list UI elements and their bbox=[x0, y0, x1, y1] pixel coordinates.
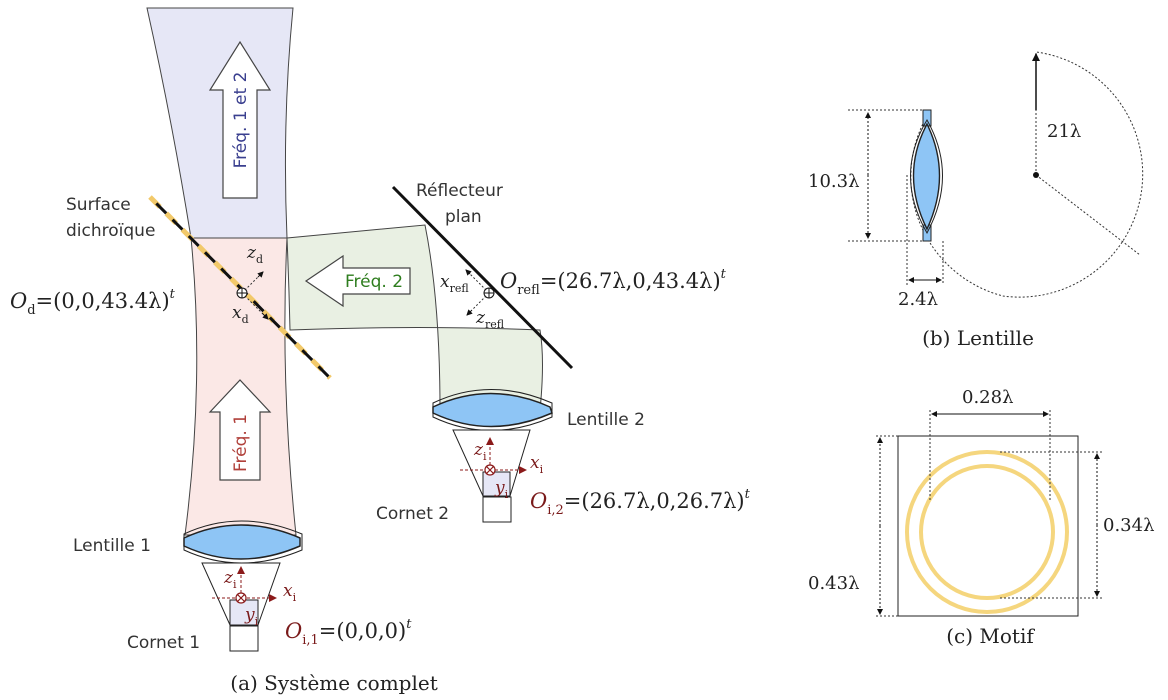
origin-od-symbol: O bbox=[10, 289, 27, 313]
origin-od-t: t bbox=[170, 287, 176, 302]
lens-1 bbox=[183, 520, 303, 564]
axis-xrefl-sub: refl bbox=[450, 282, 470, 295]
label-cornet1: Cornet 1 bbox=[127, 633, 200, 653]
origin-orefl-sub: refl bbox=[517, 283, 540, 298]
axis-zi1: z bbox=[223, 568, 234, 588]
svg-text:zi: zi bbox=[223, 568, 237, 591]
axis-xd-sub: d bbox=[242, 313, 249, 326]
svg-text:zd: zd bbox=[246, 243, 263, 266]
axis-zi2: z bbox=[473, 440, 484, 460]
origin-oi2-value: =(26.7λ,0,26.7λ) bbox=[564, 489, 745, 513]
lens-2 bbox=[432, 389, 553, 431]
origin-oi2-sub: i,2 bbox=[547, 503, 564, 518]
label-cornet2: Cornet 2 bbox=[376, 504, 449, 524]
arrow-freq12: Fréq. 1 et 2 bbox=[208, 40, 272, 199]
origin-orefl-symbol: O bbox=[500, 269, 517, 293]
svg-text:yi: yi bbox=[494, 478, 509, 501]
axis-yi1: y bbox=[244, 605, 255, 625]
origin-od-sub: d bbox=[27, 303, 35, 318]
axis-yi2-sub: i bbox=[505, 488, 509, 501]
origin-orefl-value: =(26.7λ,0,43.4λ) bbox=[540, 269, 721, 293]
panel-motif: 0.28λ 0.43λ 0.34λ (c) Motif bbox=[808, 387, 1155, 648]
svg-text:xi: xi bbox=[530, 453, 544, 476]
beam-freq12 bbox=[146, 7, 294, 239]
axis-zi2-sub: i bbox=[483, 450, 487, 463]
axis-xi2-sub: i bbox=[540, 463, 544, 476]
origin-oi2: Oi,2=(26.7λ,0,26.7λ)t bbox=[530, 487, 751, 518]
axis-zd: z bbox=[246, 243, 257, 263]
origin-oi1-value: =(0,0,0) bbox=[319, 619, 406, 643]
svg-text:zrefl: zrefl bbox=[475, 308, 505, 331]
label-reflector-1: Réflecteur bbox=[416, 181, 503, 201]
dim-motif-cell: 0.43λ bbox=[808, 573, 860, 594]
axis-xi1-sub: i bbox=[293, 591, 297, 604]
ring-inner bbox=[919, 464, 1055, 600]
panel-system: Fréq. 1 et 2 Fréq. 1 Fréq. 2 Surface dic… bbox=[10, 7, 751, 695]
svg-text:xi: xi bbox=[283, 581, 297, 604]
axis-yi2: y bbox=[494, 478, 505, 498]
caption-c: (c) Motif bbox=[946, 624, 1035, 648]
svg-text:xd: xd bbox=[232, 303, 249, 326]
label-freq12: Fréq. 1 et 2 bbox=[231, 72, 251, 169]
arrow-freq1: Fréq. 1 bbox=[208, 379, 272, 481]
label-reflector-2: plan bbox=[445, 207, 482, 227]
label-freq2: Fréq. 2 bbox=[345, 272, 403, 292]
caption-a: (a) Système complet bbox=[230, 671, 437, 695]
origin-oi2-t: t bbox=[745, 487, 751, 502]
dim-lens-radius: 21λ bbox=[1047, 121, 1081, 142]
label-lentille2: Lentille 2 bbox=[567, 410, 645, 430]
origin-orefl-t: t bbox=[721, 267, 727, 282]
label-surface-2: dichroïque bbox=[66, 221, 155, 241]
origin-oi2-symbol: O bbox=[530, 489, 547, 513]
dichroic-surface bbox=[148, 195, 332, 380]
origin-orefl: Orefl=(26.7λ,0,43.4λ)t bbox=[500, 267, 727, 298]
origin-od: Od=(0,0,43.4λ)t bbox=[10, 287, 176, 318]
origin-oi1-t: t bbox=[406, 617, 412, 632]
arrow-freq2: Fréq. 2 bbox=[304, 254, 411, 308]
origin-oi1: Oi,1=(0,0,0)t bbox=[285, 617, 412, 648]
axis-zrefl-sub: refl bbox=[485, 318, 505, 331]
horn-2 bbox=[452, 429, 531, 523]
frame-horn2: zi xi yi bbox=[460, 437, 544, 501]
plane-reflector bbox=[391, 185, 574, 370]
origin-oi1-sub: i,1 bbox=[302, 633, 319, 648]
axis-xd: x bbox=[232, 303, 242, 323]
dim-lens-height: 10.3λ bbox=[808, 171, 860, 192]
frame-horn1: zi xi yi bbox=[212, 566, 297, 628]
panel-lens: 21λ 10.3λ 2.4λ (b) Lentille bbox=[808, 51, 1144, 350]
ring-outer bbox=[905, 450, 1069, 614]
axis-yi1-sub: i bbox=[255, 615, 259, 628]
caption-b: (b) Lentille bbox=[922, 326, 1034, 350]
label-lentille1: Lentille 1 bbox=[73, 536, 151, 556]
origin-oi1-symbol: O bbox=[285, 619, 302, 643]
label-surface-1: Surface bbox=[66, 195, 131, 215]
svg-text:zi: zi bbox=[473, 440, 487, 463]
axis-zd-sub: d bbox=[256, 253, 263, 266]
axis-zrefl: z bbox=[475, 308, 486, 328]
label-freq1: Fréq. 1 bbox=[231, 414, 251, 472]
svg-text:yi: yi bbox=[244, 605, 259, 628]
dim-motif-inner: 0.28λ bbox=[962, 387, 1014, 408]
axis-xi2: x bbox=[530, 453, 540, 473]
svg-text:xrefl: xrefl bbox=[440, 272, 469, 295]
axis-zi1-sub: i bbox=[233, 578, 237, 591]
beam-freq2 bbox=[286, 224, 543, 411]
axis-xi1: x bbox=[283, 581, 293, 601]
frame-dichroic: zd xd bbox=[232, 243, 269, 326]
frame-reflector: xrefl zrefl bbox=[440, 269, 505, 331]
lens-profile bbox=[910, 109, 943, 242]
axis-xrefl: x bbox=[440, 272, 450, 292]
origin-od-value: =(0,0,43.4λ) bbox=[36, 289, 170, 313]
dim-lens-width: 2.4λ bbox=[898, 289, 938, 310]
dim-motif-ring: 0.34λ bbox=[1103, 515, 1155, 536]
